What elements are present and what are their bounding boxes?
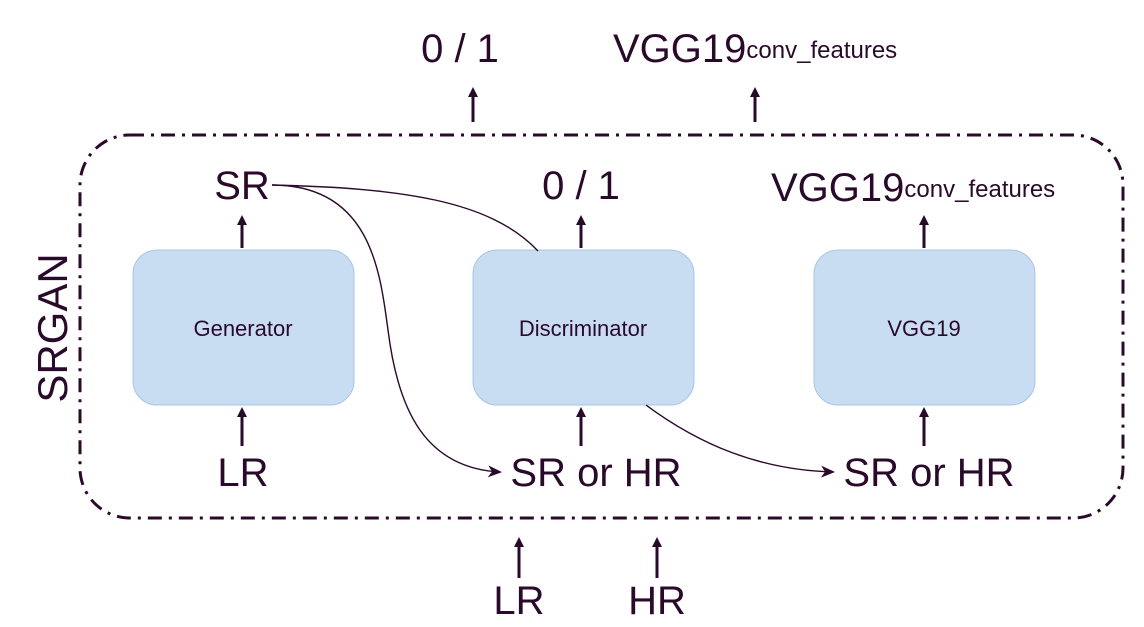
srgan-frame — [78, 133, 1125, 520]
discriminator-block — [472, 249, 695, 406]
vgg-output-sub: conv_features — [904, 176, 1055, 203]
discriminator-input: SR or HR — [510, 451, 681, 495]
generator-label: Generator — [193, 316, 292, 341]
generator-output: SR — [214, 164, 270, 208]
top-vgg-output-main: VGG19 — [613, 27, 746, 71]
top-vgg-output: VGG19conv_features — [613, 27, 897, 71]
vgg-input: SR or HR — [843, 451, 1014, 495]
vgg-output: VGG19conv_features — [771, 166, 1055, 210]
bottom-lr-input: LR — [493, 579, 544, 623]
discriminator-to-vgg-input-curve — [645, 404, 835, 478]
vgg-block — [813, 249, 1036, 406]
generator-input: LR — [217, 451, 268, 495]
bottom-hr-input: HR — [628, 579, 686, 623]
vgg-output-main: VGG19 — [771, 166, 904, 210]
vgg-label: VGG19 — [887, 316, 960, 341]
generator-block — [132, 249, 355, 406]
sr-to-discriminator-block-curve — [271, 184, 539, 252]
srgan-label: SRGAN — [29, 253, 76, 402]
top-binary-output: 0 / 1 — [421, 27, 499, 71]
top-vgg-output-sub: conv_features — [746, 37, 897, 64]
discriminator-output: 0 / 1 — [542, 164, 620, 208]
sr-to-discriminator-input-curve — [271, 184, 502, 478]
discriminator-label: Discriminator — [519, 316, 647, 341]
